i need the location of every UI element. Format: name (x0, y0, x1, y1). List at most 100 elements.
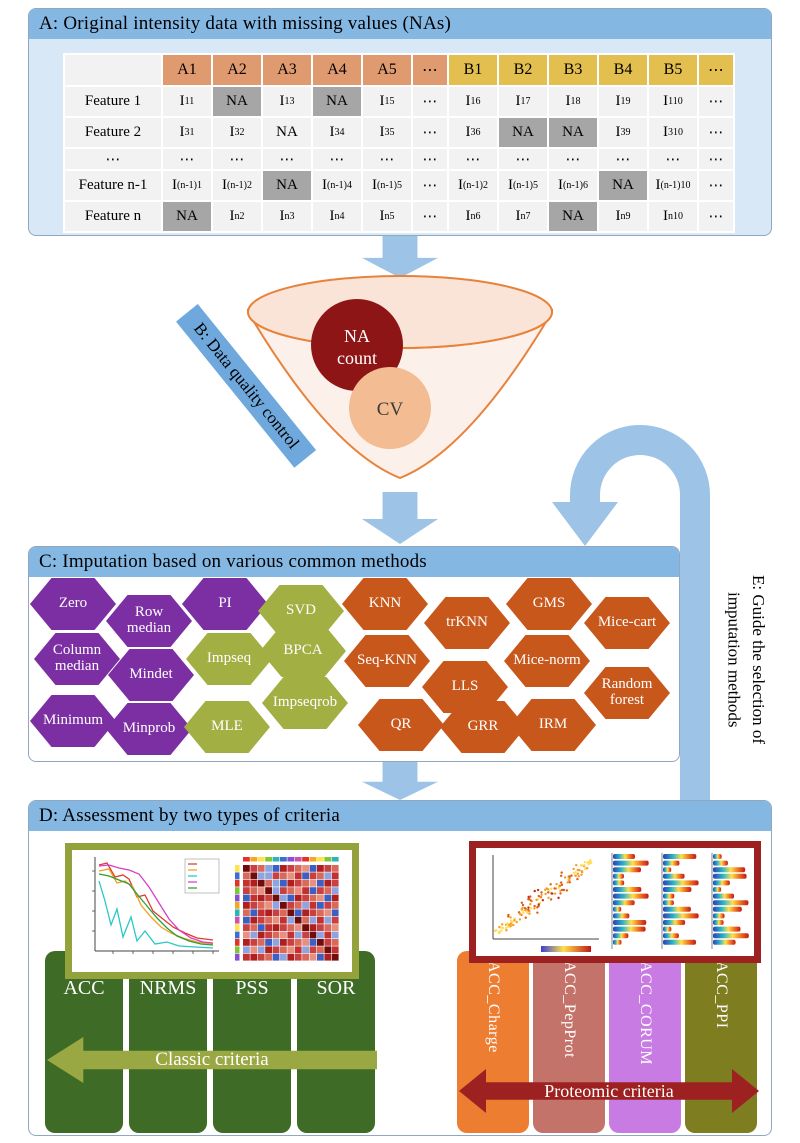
ridge-bar (713, 867, 746, 873)
na-count-label-line1: NA (344, 326, 370, 346)
correlation-heatmap-plot (235, 857, 339, 961)
column-header: A3 (263, 55, 311, 85)
panel-e-label-line2: imputation methods (724, 592, 744, 728)
classic-criteria-arrow-label: Classic criteria (155, 1049, 269, 1070)
na-cell: NA (163, 202, 211, 231)
na-cell: NA (213, 87, 261, 116)
value-cell: I(n-1)2 (213, 171, 261, 200)
method-hex-mle: MLE (184, 701, 270, 753)
method-hex-label: Zero (58, 595, 88, 612)
quality-control-funnel: NA count CV (246, 275, 554, 480)
proteomic-block-acc-pepprot: ACC_PepProt (533, 951, 605, 1133)
classic-block-label: ACC (63, 977, 105, 999)
scatter-colorbar (541, 946, 591, 952)
method-hex-label: Minimum (42, 712, 103, 729)
method-hex-random-forest: Random forest (584, 667, 670, 719)
classic-block-sor: SOR (297, 951, 375, 1133)
ridge-bar (713, 893, 735, 899)
method-hex-label: Row median (126, 604, 172, 636)
proteomic-block-acc-corum: ACC_CORUM (609, 951, 681, 1133)
ridge-bar (613, 887, 642, 892)
value-cell: I(n-1)5 (363, 171, 411, 200)
na-cell: NA (599, 171, 647, 200)
ridge-bar (663, 939, 696, 945)
ridge-bar (713, 873, 747, 879)
ridge-bar (663, 926, 672, 932)
method-hex-label: Impseq (206, 650, 252, 667)
method-hex-label: Mice-norm (513, 652, 581, 669)
classic-plots-frame (65, 843, 359, 979)
value-cell: ⋯ (649, 149, 697, 169)
panel-d-title: D: Assessment by two types of criteria (29, 801, 771, 831)
column-header: A2 (213, 55, 261, 85)
ridge-bar (713, 926, 741, 932)
line-chart-plot (92, 857, 220, 954)
line-chart-axes (94, 857, 219, 952)
method-hex-label: PI (218, 595, 232, 612)
method-hex-mice-cart: Mice-cart (584, 597, 670, 649)
ridge-bar (613, 920, 647, 925)
classic-block-acc: ACC (45, 951, 123, 1133)
flow-arrow-b-to-c (362, 492, 438, 544)
classic-block-label: NRMS (139, 977, 197, 999)
row-label: Feature 1 (65, 87, 161, 116)
guide-arrow-shaft (570, 425, 710, 814)
na-count-label-line2: count (337, 348, 377, 368)
value-cell: ⋯ (599, 149, 647, 169)
method-hex-trknn: trKNN (424, 597, 510, 649)
classic-block-nrms: NRMS (129, 951, 207, 1133)
ridge-bar (613, 854, 635, 859)
ridge-bar (663, 933, 679, 939)
value-cell: ⋯ (699, 149, 733, 169)
value-cell: ⋯ (413, 87, 447, 116)
method-hex-impseq: Impseq (186, 633, 272, 685)
ridge-bar (663, 893, 675, 899)
panel-c: C: Imputation based on various common me… (28, 546, 680, 762)
method-hex-bpca: BPCA (260, 625, 346, 677)
value-cell: ⋯ (413, 149, 447, 169)
ridge-bar (613, 860, 649, 866)
classic-block-pss: PSS (213, 951, 291, 1133)
method-hex-minimum: Minimum (30, 695, 116, 747)
proteomic-block-acc-ppi: ACC_PPI (685, 951, 757, 1133)
na-count-circle (311, 299, 403, 391)
value-cell: I(n-1)2 (449, 171, 497, 200)
value-cell: ⋯ (263, 149, 311, 169)
table-row: ⋯⋯⋯⋯⋯⋯⋯⋯⋯⋯⋯⋯⋯ (65, 149, 733, 169)
guide-arrow-head (552, 502, 618, 546)
method-hex-irm: IRM (510, 699, 596, 751)
value-cell: ⋯ (163, 149, 211, 169)
method-hex-label: MLE (211, 718, 243, 735)
na-cell: NA (499, 118, 547, 147)
table-corner-cell (65, 55, 161, 85)
value-cell: ⋯ (413, 202, 447, 231)
method-hex-row-median: Row median (106, 595, 192, 647)
value-cell: I(n-1)6 (549, 171, 597, 200)
column-header: B3 (549, 55, 597, 85)
method-hex-label: trKNN (446, 614, 488, 631)
panel-a: A: Original intensity data with missing … (28, 8, 772, 236)
na-cell: NA (549, 118, 597, 147)
ridge-bar (713, 906, 742, 912)
method-hex-label: LLS (451, 678, 479, 695)
method-hex-label: Random forest (601, 676, 653, 708)
method-hex-label: SVD (285, 602, 316, 619)
method-hex-label: Impseqrob (272, 694, 338, 711)
ridge-plot-2 (661, 853, 699, 949)
ridge-bar (663, 873, 685, 879)
